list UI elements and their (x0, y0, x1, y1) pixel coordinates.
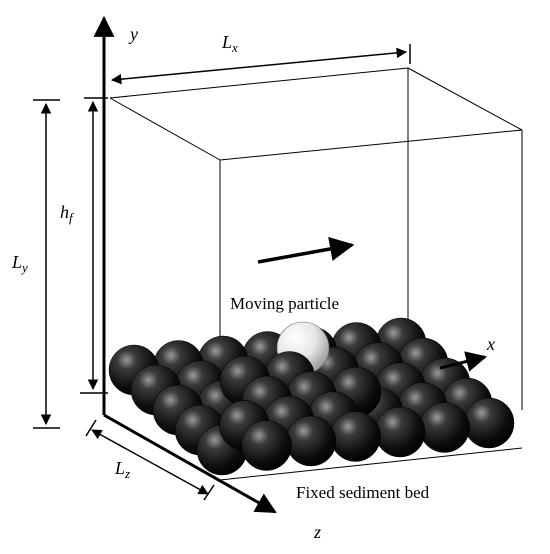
lx-dimension: Lx (110, 32, 411, 85)
z-axis-label: z (313, 522, 321, 542)
lz-dimension: Lz (85, 419, 215, 501)
lz-tick-right (203, 484, 215, 501)
sediment-bed-label: Fixed sediment bed (296, 483, 430, 502)
lz-label: Lz (114, 458, 130, 481)
lz-arrow (91, 429, 209, 495)
moving-particle-label: Moving particle (230, 294, 339, 313)
ly-dimension: Ly (11, 99, 60, 429)
bed-sphere (330, 411, 381, 462)
x-axis-arrow (439, 351, 488, 372)
box-edge-back-right-top (407, 67, 523, 131)
box-edge-top-front (219, 129, 523, 161)
y-axis-label: y (128, 24, 138, 44)
flow-direction-arrow (257, 236, 355, 264)
box-edge-back-top (109, 67, 409, 99)
lz-tick-left (85, 419, 97, 437)
lx-label: Lx (221, 32, 238, 55)
bed-sphere (419, 402, 470, 453)
bed-sphere (241, 420, 292, 471)
bed-sphere (374, 406, 426, 458)
x-axis-label: x (486, 334, 495, 354)
hf-dimension: hf (60, 97, 108, 394)
bed-sphere (285, 415, 337, 467)
sediment-bed-front (219, 351, 382, 471)
domain-box (109, 67, 523, 481)
ly-label: Ly (11, 252, 28, 275)
hf-label: hf (60, 202, 75, 225)
box-edge-front-top (109, 97, 221, 161)
lx-arrow (110, 47, 408, 85)
box-edge-bottom-front (219, 447, 523, 481)
bed-sphere (463, 397, 515, 449)
